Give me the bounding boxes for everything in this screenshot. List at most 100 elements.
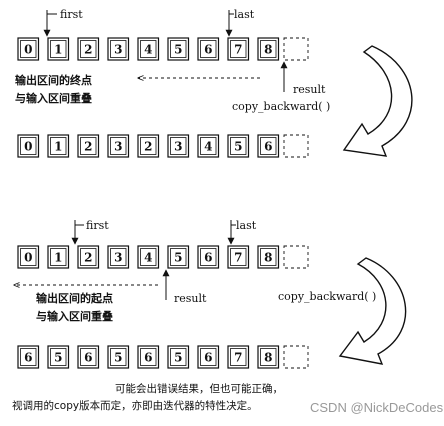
array-cell-inner-box [140, 248, 157, 266]
array-cell-box [47, 134, 70, 158]
array-cell: 7 [227, 37, 250, 61]
array-cell-value: 6 [264, 140, 272, 154]
array-cell-inner-box [50, 137, 67, 155]
result-label: result [174, 292, 207, 305]
array-cell-box [167, 134, 190, 158]
array-cell-inner-box [20, 40, 37, 58]
array-cell-value: 6 [204, 351, 212, 365]
array-cell-value: 5 [174, 43, 182, 57]
array-cell-value: 2 [144, 140, 152, 154]
array-cell-value: 8 [264, 251, 272, 265]
array-cell-inner-box [80, 40, 97, 58]
array-cell-inner-box [140, 137, 157, 155]
array-cell: 5 [167, 345, 190, 369]
note-top-line2: 与输入区间重叠 [15, 91, 92, 105]
array-cell-box [167, 37, 190, 61]
array-cell-box [77, 345, 100, 369]
array-cell: 5 [167, 37, 190, 61]
array-cell-box [107, 245, 130, 269]
copy-backward-label-bottom: copy_backward( ) [278, 290, 376, 303]
array-cell: 0 [17, 245, 40, 269]
note-bottom-line2: 与输入区间重叠 [36, 309, 113, 323]
array-cell-box [47, 345, 70, 369]
array-cell-box [77, 37, 100, 61]
array-cell-box [227, 345, 250, 369]
array-cell: 2 [77, 245, 100, 269]
copy-backward-label-top: copy_backward( ) [232, 100, 330, 113]
array-cell-box [137, 345, 160, 369]
array-cell: 6 [17, 345, 40, 369]
array-cell-inner-box [230, 40, 247, 58]
array-cell-inner-box [200, 348, 217, 366]
array-cell-box [227, 37, 250, 61]
array-cell: 4 [137, 245, 160, 269]
array-cell-inner-box [110, 137, 127, 155]
array-cell-value: 1 [54, 140, 62, 154]
array-cell: 2 [137, 134, 160, 158]
array-cell-value: 1 [54, 251, 62, 265]
array-cell-box [17, 37, 40, 61]
array-cell: 8 [257, 345, 280, 369]
array-cell: 3 [167, 134, 190, 158]
last-label: last [234, 8, 255, 21]
array-cell: 5 [167, 245, 190, 269]
array-cell: 3 [107, 134, 130, 158]
array-cell-inner-box [80, 248, 97, 266]
last-label: last [236, 219, 257, 232]
array-cell-box [77, 245, 100, 269]
array-cell-box [227, 245, 250, 269]
array-cell-box [77, 134, 100, 158]
array-cell-inner-box [80, 348, 97, 366]
array-cell-value: 5 [174, 251, 182, 265]
array-cell-box [17, 134, 40, 158]
array-cell-value: 7 [234, 43, 242, 57]
array-cell-value: 0 [24, 251, 32, 265]
array-cell-inner-box [260, 137, 277, 155]
dashed-extension [283, 37, 309, 61]
array-cell-box [257, 345, 280, 369]
array-cell-inner-box [200, 137, 217, 155]
footer-note-line1: 可能会出错误结果，但也可能正确， [115, 382, 283, 395]
array-cell-inner-box [20, 348, 37, 366]
array-cell-value: 8 [264, 351, 272, 365]
result-label: result [293, 83, 326, 96]
array-cell: 0 [17, 134, 40, 158]
array-cell: 2 [77, 37, 100, 61]
array-cell-inner-box [170, 137, 187, 155]
array-cell-inner-box [140, 348, 157, 366]
array-cell: 8 [257, 37, 280, 61]
array-cell: 2 [77, 134, 100, 158]
array-cell: 5 [47, 345, 70, 369]
array-cell-box [137, 37, 160, 61]
array-cell-inner-box [110, 248, 127, 266]
array-cell: 6 [257, 134, 280, 158]
array-cell-value: 6 [84, 351, 92, 365]
array-cell-value: 6 [24, 351, 32, 365]
array-cell-value: 8 [264, 43, 272, 57]
array-cell-box [107, 37, 130, 61]
array-cell: 6 [197, 345, 220, 369]
array-cell-value: 0 [24, 140, 32, 154]
array-cell-value: 6 [144, 351, 152, 365]
array-cell: 7 [227, 345, 250, 369]
array-cell-inner-box [50, 348, 67, 366]
note-top-line1: 输出区间的终点 [15, 73, 92, 87]
array-cell: 6 [197, 245, 220, 269]
array-cell: 3 [107, 245, 130, 269]
array-cell-value: 5 [234, 140, 242, 154]
note-bottom-line1: 输出区间的起点 [36, 291, 113, 305]
array-cell-value: 7 [234, 251, 242, 265]
array-cell-value: 2 [84, 251, 92, 265]
curved-arrow-bottom [338, 257, 407, 365]
array-cell-box [167, 245, 190, 269]
array-cell-box [17, 245, 40, 269]
array-cell-inner-box [110, 40, 127, 58]
array-cell-value: 1 [54, 43, 62, 57]
array-cell-inner-box [80, 137, 97, 155]
array-cell-value: 6 [204, 43, 212, 57]
array-cell: 6 [77, 345, 100, 369]
